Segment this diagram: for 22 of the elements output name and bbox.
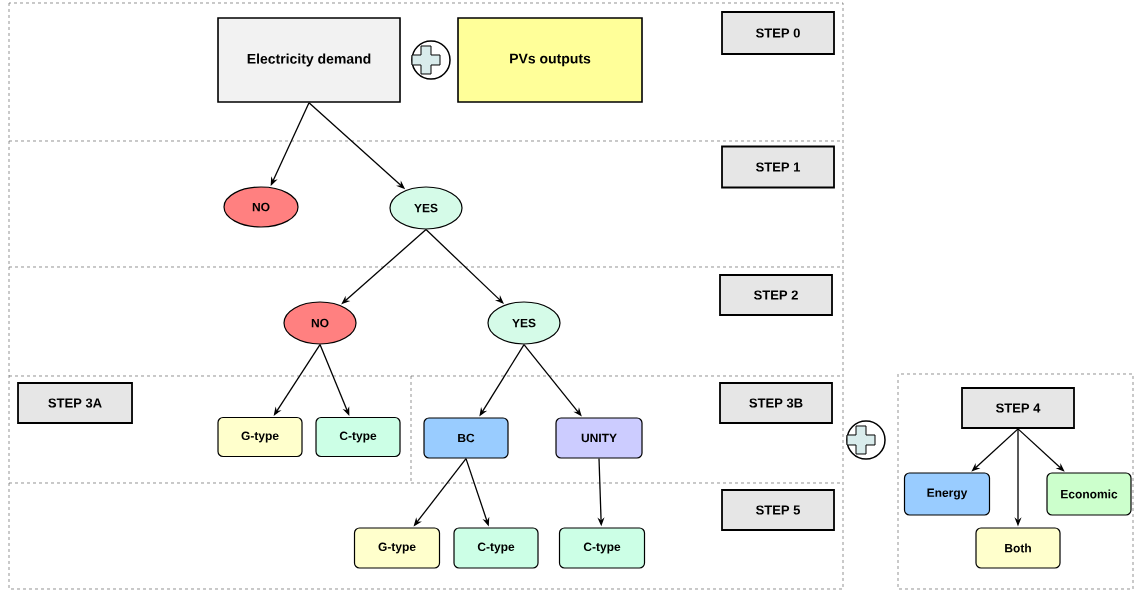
type-box: G-type: [217, 416, 303, 458]
type-box: C-type: [453, 527, 539, 569]
arrow: [971, 428, 1019, 472]
type-box: C-type: [558, 527, 646, 569]
process-box: Electricity demand: [217, 17, 401, 103]
type-box: Economic: [1046, 472, 1132, 516]
type-box: BC: [423, 417, 509, 459]
arrow: [425, 228, 504, 304]
step-label: STEP 0: [721, 11, 835, 55]
type-box: C-type: [315, 416, 401, 458]
step-label: STEP 3B: [719, 382, 833, 424]
step-label: STEP 3A: [17, 382, 133, 424]
type-box: Energy: [903, 472, 991, 516]
arrow: [1017, 428, 1065, 472]
type-box: UNITY: [555, 417, 643, 459]
step-label: STEP 2: [719, 274, 833, 316]
step-label: STEP 5: [721, 489, 835, 531]
type-box: Both: [975, 527, 1061, 569]
step-label: STEP 1: [721, 145, 835, 189]
type-box: G-type: [353, 527, 441, 569]
process-box: PVs outputs: [457, 17, 643, 103]
step-label: STEP 4: [961, 387, 1075, 429]
